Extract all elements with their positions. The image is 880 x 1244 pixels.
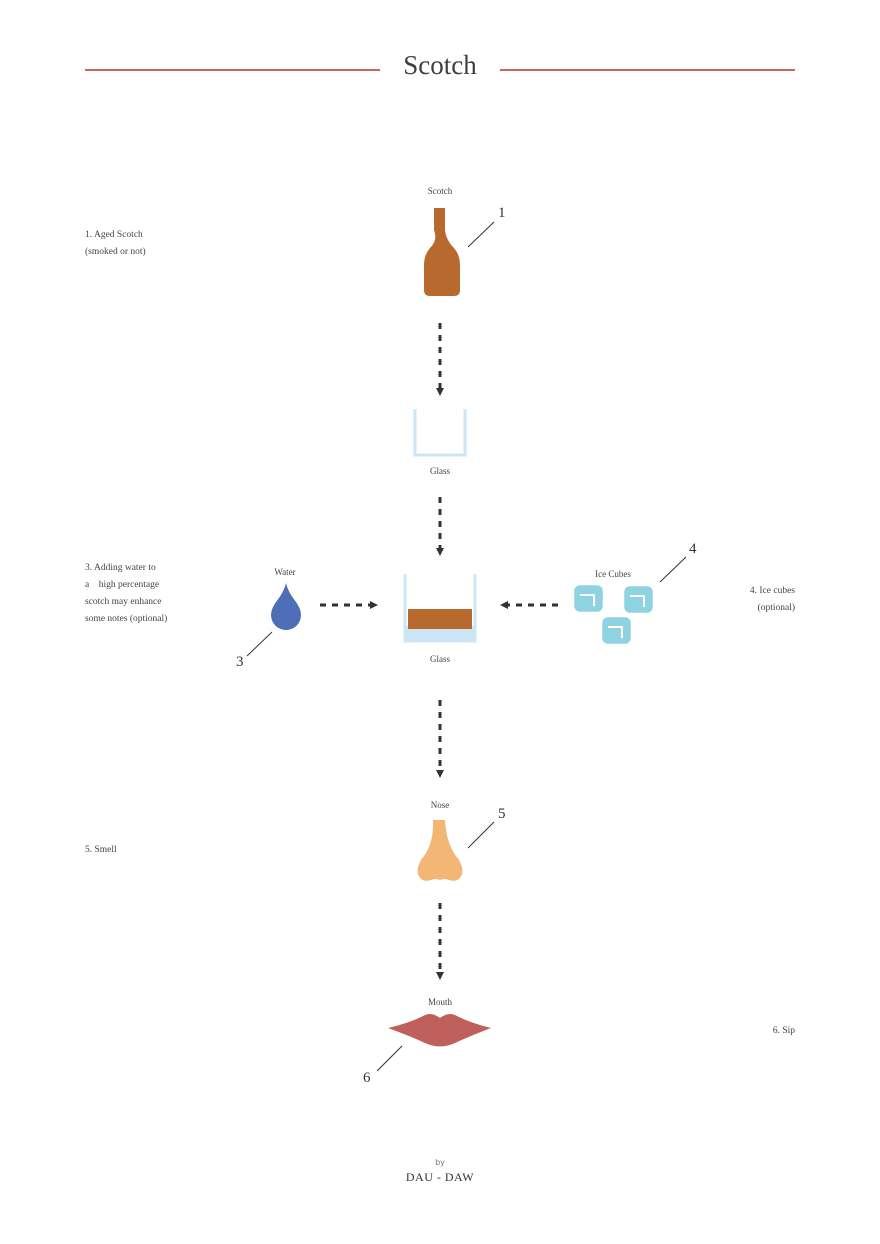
note-step1-line2: (smoked or not)	[85, 247, 146, 257]
callout-line-4	[659, 556, 687, 583]
note-step3-line1: 3. Adding water to	[85, 563, 156, 573]
note-step6: 6. Sip	[772, 1026, 795, 1036]
note-step3: 3. Adding water to a high percentage sco…	[85, 560, 167, 628]
label-nose: Nose	[430, 800, 450, 810]
callout-line-6	[376, 1045, 403, 1072]
callout-number-3: 3	[236, 654, 244, 670]
note-step1: 1. Aged Scotch (smoked or not)	[85, 227, 146, 261]
note-step5: 5. Smell	[85, 845, 117, 855]
callout-number-5: 5	[498, 806, 506, 822]
note-step4-line1: 4. Ice cubes	[749, 586, 795, 596]
page-title: Scotch	[403, 50, 477, 80]
note-step3-line4: some notes (optional)	[85, 614, 168, 624]
note-step3-line2: a high percentage	[85, 580, 160, 590]
callout-number-4: 4	[689, 541, 697, 557]
note-step3-line3: scotch may enhance	[85, 597, 162, 607]
nose-icon	[417, 820, 463, 881]
footer-by: by	[435, 1158, 445, 1167]
callout-lines	[246, 221, 687, 1072]
callout-number-1: 1	[498, 205, 506, 221]
callout-line-5	[467, 821, 495, 849]
callout-line-1	[467, 221, 495, 248]
callout-number-6: 6	[363, 1070, 371, 1086]
title-rule-right	[500, 69, 795, 71]
arrows	[320, 323, 558, 980]
label-scotch: Scotch	[427, 186, 453, 196]
label-mouth: Mouth	[427, 997, 452, 1007]
glass-icon	[413, 409, 467, 457]
note-step4-line2: (optional)	[757, 603, 795, 613]
note-step1-line1: 1. Aged Scotch	[85, 230, 143, 240]
label-glass-empty: Glass	[430, 466, 450, 476]
label-ice-cubes: Ice Cubes	[595, 569, 631, 579]
footer-brand: DAU - DAW	[405, 1170, 475, 1184]
ice-cube-icon	[574, 585, 653, 644]
bottle-icon	[424, 208, 460, 296]
callout-line-3	[246, 631, 273, 657]
lips-icon	[388, 1014, 491, 1047]
note-step4: 4. Ice cubes (optional)	[750, 583, 795, 617]
label-glass-filled: Glass	[430, 654, 450, 664]
title-rule-left	[85, 69, 380, 71]
water-drop-icon	[271, 583, 301, 630]
label-water: Water	[274, 567, 296, 577]
glass-filled-icon	[403, 574, 477, 643]
